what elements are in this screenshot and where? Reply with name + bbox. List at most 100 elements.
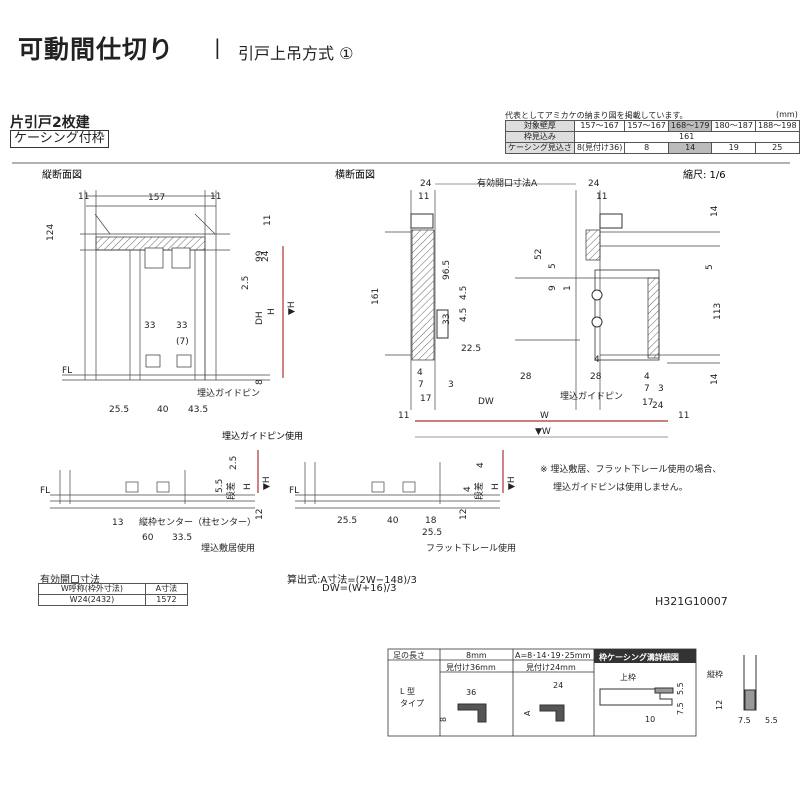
table-header: W呼称(枠外寸法) — [38, 583, 146, 595]
dim-3: 3 — [448, 380, 454, 390]
dim-12: 12 — [255, 509, 265, 520]
casing-right-top — [599, 213, 623, 229]
dim-28: 28 — [590, 372, 602, 382]
page-subtitle: 引戸上吊方式 ① — [238, 44, 354, 63]
hanger-roller — [171, 247, 191, 269]
dim-H: H — [267, 308, 277, 315]
dim-113: 113 — [713, 303, 723, 320]
dim-124: 124 — [46, 224, 56, 241]
casing-A: A=8･14･19･25mm — [515, 651, 591, 660]
scale-label: 縮尺: 1/6 — [683, 168, 726, 181]
guide-pin-label: 埋込ガイドピン — [197, 388, 260, 399]
step-label: 段差 — [473, 482, 485, 500]
dim-4: 4 — [644, 372, 650, 382]
guide-pin — [591, 289, 603, 301]
dim-A: A — [523, 710, 532, 716]
dim-H-arrow: ▼H — [507, 476, 517, 490]
dim-28: 28 — [520, 372, 532, 382]
dim-7: (7) — [176, 337, 189, 347]
dim-24: 24 — [588, 179, 600, 189]
dim-10: 10 — [645, 715, 655, 724]
dim-96-5: 96.5 — [442, 260, 452, 280]
dim-25-5: 25.5 — [109, 405, 129, 415]
guide-pin — [176, 354, 192, 368]
dim-14: 14 — [710, 373, 720, 385]
formula-DW: DW=(W+16)/3 — [322, 583, 397, 594]
guide-pin — [145, 354, 161, 368]
dim-12: 12 — [459, 509, 469, 520]
dim-52: 52 — [534, 249, 544, 260]
drawing-code: H321G10007 — [655, 595, 728, 608]
jamb-left — [411, 229, 435, 361]
dim-157: 157 — [148, 193, 165, 203]
dim-40: 40 — [387, 516, 399, 526]
dim-H-arrow: ▼H — [287, 301, 297, 315]
spec-table: 対象壁厚 157〜167 157〜167 168〜179 180〜187 188… — [505, 120, 800, 154]
dim-40: 40 — [157, 405, 169, 415]
note-line: 埋込ガイドピンは使用しません。 — [553, 481, 688, 493]
vertical-section-title: 縦断面図 — [42, 168, 82, 181]
l-type-label: L 型 — [400, 687, 415, 696]
type-label: タイプ — [400, 699, 424, 708]
dim-33: 33 — [442, 314, 452, 325]
casing-left-top — [410, 213, 434, 229]
vertical-section — [62, 190, 270, 381]
dim-11: 11 — [678, 411, 689, 421]
casing-8mm: 8mm — [466, 651, 487, 660]
table-row: W呼称(枠外寸法) A寸法 — [38, 583, 189, 595]
dim-22-5: 22.5 — [461, 344, 481, 354]
door-stile — [647, 277, 660, 359]
dim-H-arrow: ▼H — [262, 476, 272, 490]
dim-8: 8 — [255, 379, 265, 385]
title-separator: | — [214, 35, 221, 59]
table-header: A寸法 — [144, 583, 189, 595]
dim-11: 11 — [78, 192, 89, 202]
horizontal-section-title: 横断面図 — [335, 168, 375, 181]
dim-W-arrow: ▼W — [535, 427, 551, 437]
horizontal-section — [385, 190, 720, 410]
dim-25-5: 25.5 — [337, 516, 357, 526]
dim-36: 36 — [466, 688, 476, 697]
dim-24: 24 — [261, 250, 271, 262]
floor-level: FL — [289, 486, 299, 496]
door-type-label: 片引戸2枚建 — [10, 115, 90, 131]
dim-33-5: 33.5 — [172, 533, 192, 543]
mitsuke-36: 見付け36mm — [446, 662, 496, 672]
table-row: 枠見込み 161 — [505, 131, 800, 143]
dim-4: 4 — [417, 368, 423, 378]
hanger-roller — [144, 247, 164, 269]
dim-11: 11 — [418, 192, 429, 202]
dim-13: 13 — [112, 518, 123, 528]
dim-5: 5 — [548, 263, 558, 269]
step-label: 段差 — [225, 482, 237, 500]
center-label: 縦枠センター（柱センター） — [139, 516, 256, 528]
dim-7: 7 — [644, 384, 650, 394]
dim-11: 11 — [596, 192, 607, 202]
dim-9: 9 — [548, 285, 558, 291]
dim-3: 3 — [658, 384, 664, 394]
jamb-right — [585, 229, 601, 261]
dim-161: 161 — [371, 288, 381, 305]
dim-DH: DH — [255, 311, 265, 325]
note-line: ※ 埋込敷居、フラット下レール使用の場合、 — [540, 463, 721, 475]
dim-lines — [415, 183, 668, 438]
table-row: 対象壁厚 157〜167 157〜167 168〜179 180〜187 188… — [505, 120, 800, 132]
dim-11: 11 — [263, 215, 273, 226]
leg-length-label: 足の長さ — [393, 651, 425, 660]
dim-7: 7 — [418, 380, 424, 390]
dim-17: 17 — [420, 394, 431, 404]
opening-size-title: 有効開口寸法 — [40, 575, 100, 586]
sill-detail-left — [50, 470, 255, 509]
dim-8: 8 — [439, 717, 448, 722]
dim-4-5: 4.5 — [459, 286, 469, 300]
mitsuke-24: 見付け24mm — [526, 662, 576, 672]
dim-24: 24 — [553, 681, 563, 690]
casing-table — [387, 648, 697, 737]
dim-2-5: 2.5 — [229, 456, 239, 470]
dim-1: 1 — [563, 285, 573, 291]
dim-60: 60 — [142, 533, 154, 543]
dim-4-5: 4.5 — [459, 308, 469, 322]
dim-DW: DW — [478, 397, 494, 407]
casing-profiles — [457, 655, 757, 723]
